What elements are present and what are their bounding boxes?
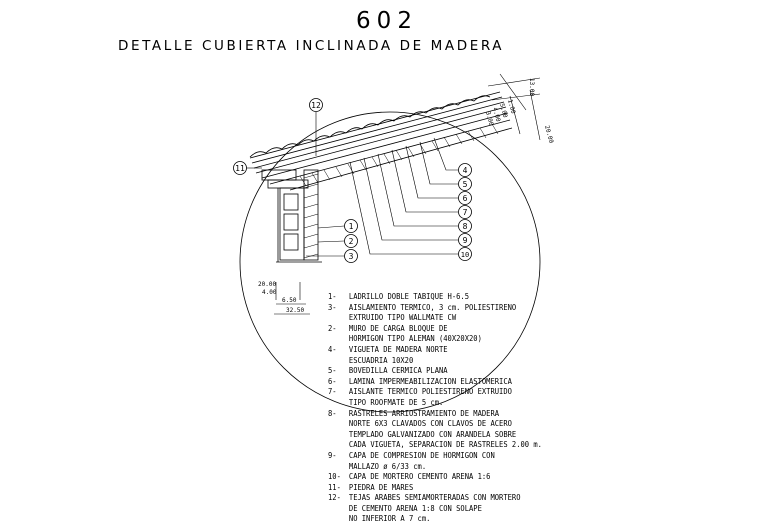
eave [261, 169, 309, 189]
legend-item-text: AISLAMIENTO TERMICO, 3 cm. POLIESTIRENO [348, 302, 517, 312]
roof-hatch [299, 123, 499, 187]
legend-item-number: 6- [328, 376, 337, 386]
callout-10: 10 [458, 247, 472, 261]
legend-item: 5- BOVEDILLA CERMICA PLANA [328, 366, 613, 377]
svg-text:11: 11 [235, 164, 245, 173]
svg-text:2: 2 [349, 237, 354, 246]
svg-text:7: 7 [463, 208, 468, 217]
callout-9: 9 [458, 233, 472, 247]
legend-item-number: 2- [328, 323, 337, 333]
svg-text:5: 5 [463, 180, 468, 189]
legend-item-number: 4- [328, 344, 337, 354]
dimension-labels: 13.00 1.00 5.00 4.00 3.00 20.00 20.00 4.… [258, 78, 555, 314]
callout-11: 11 [233, 161, 247, 175]
legend-item: 10- CAPA DE MORTERO CEMENTO ARENA 1:6 [328, 472, 613, 483]
legend-item-text: AISLANTE TERMICO POLIESTIRENO EXTRUIDO [348, 387, 512, 397]
legend-item: 12- TEJAS ARABES SEMIAMORTERADAS CON MORT… [328, 493, 613, 504]
legend-item-continuation: CADA VIGUETA, SEPARACION DE RASTRELES 2.… [348, 440, 542, 450]
legend-item-number: 11- [328, 482, 341, 492]
legend-item-number: 8- [328, 408, 337, 418]
legend-item-text: BOVEDILLA CERMICA PLANA [348, 366, 448, 376]
callout-1: 1 [344, 219, 358, 233]
legend-item: 2- MURO DE CARGA BLOQUE DE [328, 324, 613, 335]
legend-item: 9- CAPA DE COMPRESION DE HORMIGON CON [328, 451, 613, 462]
legend-item: 8- RASTRELES ARRIOSTRAMIENTO DE MADERA [328, 409, 613, 420]
roof-layers [249, 91, 513, 191]
legend-item-number: 12- [328, 493, 341, 503]
legend-item: 11- PIEDRA DE MARES [328, 483, 613, 494]
legend-item-text: RASTRELES ARRIOSTRAMIENTO DE MADERA [348, 408, 500, 418]
legend-item: 7- AISLANTE TERMICO POLIESTIRENO EXTRUIDO [328, 387, 613, 398]
legend-item-continuation: MALLAZO ø 6/33 cm. [348, 461, 427, 471]
dim-left-b: 4.00 [262, 289, 277, 296]
dim-top-a: 13.00 [528, 78, 535, 96]
drawing-title: DETALLE CUBIERTA INCLINADA DE MADERA [118, 38, 505, 54]
svg-text:4: 4 [463, 166, 468, 175]
legend-item-number: 9- [328, 450, 337, 460]
legend-item-number: 10- [328, 472, 341, 482]
legend-item-number: 5- [328, 366, 337, 376]
legend: 1- LADRILLO DOBLE TABIQUE H-6.5 3- AISLAMIE… [328, 292, 613, 525]
svg-text:8: 8 [463, 222, 468, 231]
legend-item: 3- AISLAMIENTO TERMICO, 3 cm. POLIESTIREN… [328, 303, 613, 314]
legend-item-continuation: TIPO ROOFMATE DE 5 cm. [348, 397, 444, 407]
svg-text:9: 9 [463, 236, 468, 245]
legend-item-continuation: HORMIGON TIPO ALEMAN (40X20X20) [348, 334, 482, 344]
wall [276, 169, 322, 263]
legend-item-text: PIEDRA DE MARES [348, 482, 414, 492]
svg-text:10: 10 [461, 251, 469, 259]
legend-item: 1- LADRILLO DOBLE TABIQUE H-6.5 [328, 292, 613, 303]
legend-item-continuation: NORTE 6X3 CLAVADOS CON CLAVOS DE ACERO [348, 419, 512, 429]
svg-text:3: 3 [349, 252, 354, 261]
dim-bottom-b: 32.50 [286, 307, 304, 314]
leader-lines [246, 112, 458, 257]
drawing-number: 602 [356, 8, 418, 34]
dim-slope-b: 5.00 [498, 103, 509, 119]
legend-item-continuation: EXTRUIDO TIPO WALLMATE CW [348, 313, 457, 323]
detail-circle [239, 111, 541, 413]
legend-item: 4- VIGUETA DE MADERA NORTE [328, 345, 613, 356]
dim-slope-d: 3.00 [484, 111, 495, 127]
callout-7: 7 [458, 205, 472, 219]
legend-item-text: MURO DE CARGA BLOQUE DE [348, 323, 448, 333]
callout-2: 2 [344, 234, 358, 248]
dim-right: 20.00 [543, 125, 555, 145]
legend-item-continuation: DE CEMENTO ARENA 1:8 CON SOLAPE [348, 503, 482, 513]
callout-8: 8 [458, 219, 472, 233]
svg-text:6: 6 [463, 194, 468, 203]
dim-slope-c: 4.00 [491, 107, 502, 123]
dim-slope-a: 1.00 [506, 99, 517, 115]
dim-left-a: 20.00 [258, 281, 276, 288]
legend-item-text: VIGUETA DE MADERA NORTE [348, 344, 448, 354]
legend-item-text: LADRILLO DOBLE TABIQUE H-6.5 [348, 292, 470, 301]
callout-5: 5 [458, 177, 472, 191]
legend-item-text: CAPA DE MORTERO CEMENTO ARENA 1:6 [348, 472, 491, 482]
callout-12: 12 [309, 98, 323, 112]
svg-text:1: 1 [349, 222, 354, 231]
legend-item-continuation: ESCUADRIA 10X20 [348, 355, 414, 365]
legend-item-text: CAPA DE COMPRESION DE HORMIGON CON [348, 450, 495, 460]
legend-item-number: 3- [328, 302, 337, 312]
legend-item-number: 1- [328, 292, 337, 301]
wall-hatch [303, 173, 319, 259]
svg-text:12: 12 [311, 101, 321, 110]
callout-4: 4 [458, 163, 472, 177]
callout-3: 3 [344, 249, 358, 263]
legend-item-number: 7- [328, 387, 337, 397]
dimension-lines [274, 73, 541, 315]
dim-bottom-a: 6.50 [282, 297, 297, 304]
legend-item-text: LAMINA IMPERMEABILIZACION ELASTOMERICA [348, 376, 512, 386]
roof-tiles [249, 95, 491, 158]
legend-item-continuation: NO INFERIOR A 7 cm. [348, 514, 431, 524]
legend-item: 6- LAMINA IMPERMEABILIZACION ELASTOMERICA [328, 377, 613, 388]
callout-6: 6 [458, 191, 472, 205]
legend-item-text: TEJAS ARABES SEMIAMORTERADAS CON MORTERO [348, 493, 521, 503]
legend-item-continuation: TEMPLADO GALVANIZADO CON ARANDELA SOBRE [348, 429, 517, 439]
